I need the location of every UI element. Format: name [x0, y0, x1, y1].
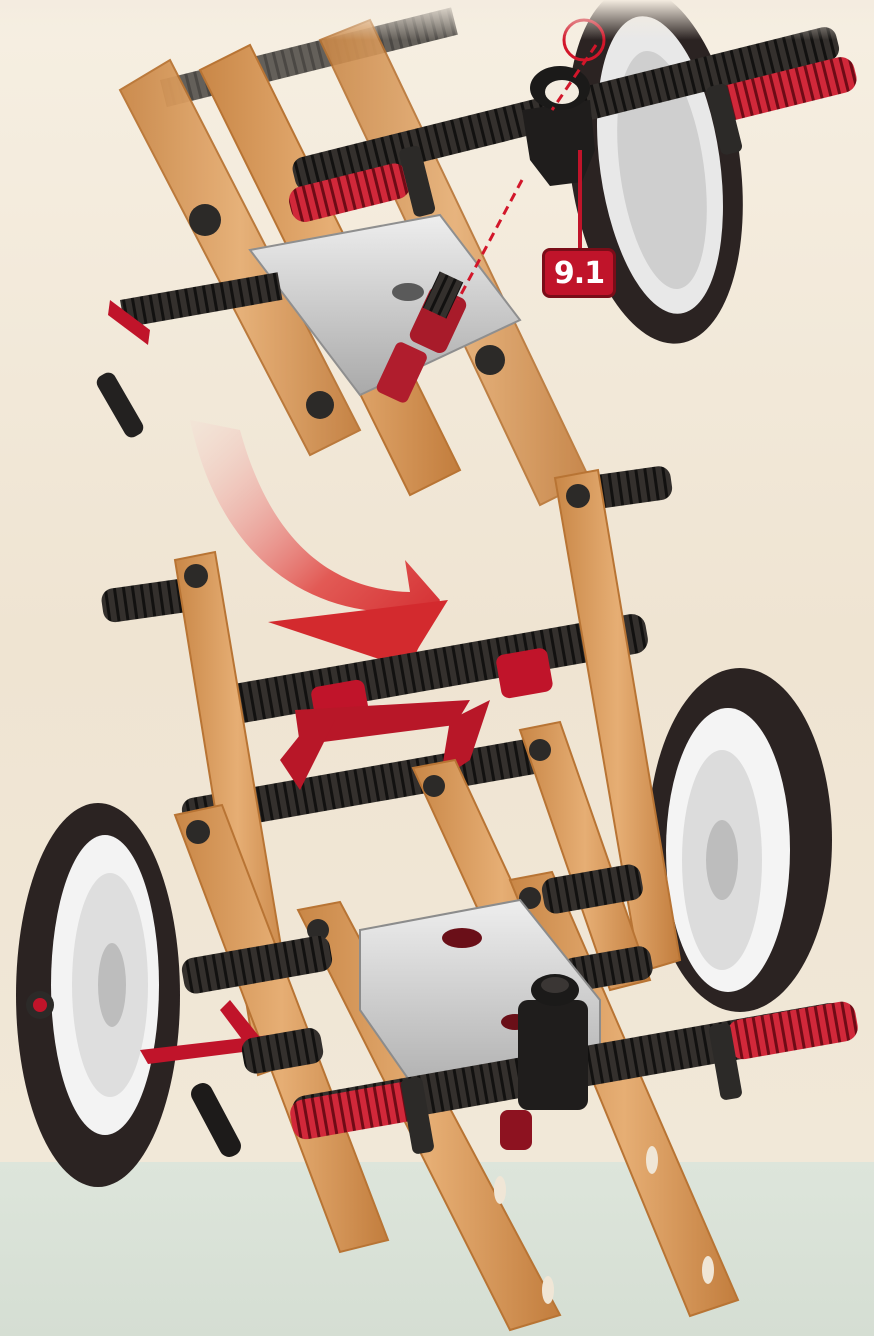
main-assembly: [16, 465, 860, 1330]
wood-arms: [175, 470, 738, 1330]
detail-clamp: [522, 66, 595, 186]
left-wheel: [16, 803, 180, 1187]
detail-view: [0, 0, 874, 505]
step-number-badge: 9.1: [542, 248, 616, 298]
step-number-label: 9.1: [554, 256, 604, 291]
